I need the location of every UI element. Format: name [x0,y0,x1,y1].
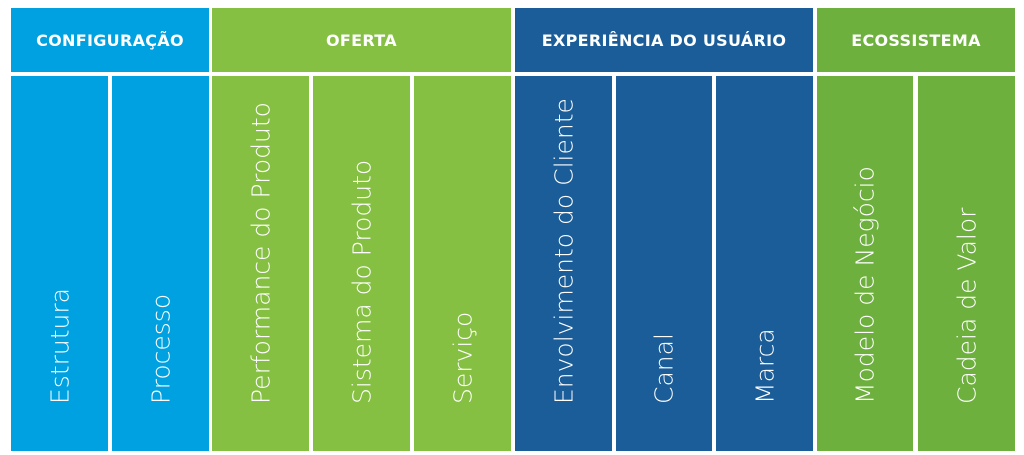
group-header-oferta: OFERTA [212,8,511,72]
group-oferta: OFERTA Performance do Produto Sistema do… [212,8,511,451]
group-configuracao: CONFIGURAÇÃO Estrutura Processo [11,8,209,451]
group-header-experiencia: EXPERIÊNCIA DO USUÁRIO [515,8,813,72]
column-label: Estrutura [45,288,74,404]
column-envolvimento-do-cliente: Envolvimento do Cliente [515,76,612,451]
group-header-ecossistema: ECOSSISTEMA [817,8,1015,72]
column-label: Serviço [448,311,477,404]
group-experiencia-do-usuario: EXPERIÊNCIA DO USUÁRIO Envolvimento do C… [515,8,813,451]
column-modelo-de-negocio: Modelo de Negócio [817,76,913,451]
column-label: Envolvimento do Cliente [549,98,578,404]
column-estrutura: Estrutura [11,76,108,451]
column-cadeia-de-valor: Cadeia de Valor [918,76,1015,451]
column-processo: Processo [112,76,209,451]
innovation-types-diagram: CONFIGURAÇÃO Estrutura Processo OFERTA P… [11,8,1015,451]
column-label: Performance do Produto [246,102,275,404]
column-label: Sistema do Produto [347,159,376,404]
column-label: Cadeia de Valor [952,207,981,404]
column-label: Processo [146,293,175,404]
column-label: Modelo de Negócio [850,166,880,404]
column-servico: Serviço [414,76,511,451]
column-marca: Marca [716,76,813,451]
column-canal: Canal [616,76,712,451]
column-label: Marca [750,328,779,404]
group-header-configuracao: CONFIGURAÇÃO [11,8,209,72]
group-ecossistema: ECOSSISTEMA Modelo de Negócio Cadeia de … [817,8,1015,451]
column-label: Canal [649,333,679,404]
column-sistema-do-produto: Sistema do Produto [313,76,410,451]
column-performance-do-produto: Performance do Produto [212,76,309,451]
